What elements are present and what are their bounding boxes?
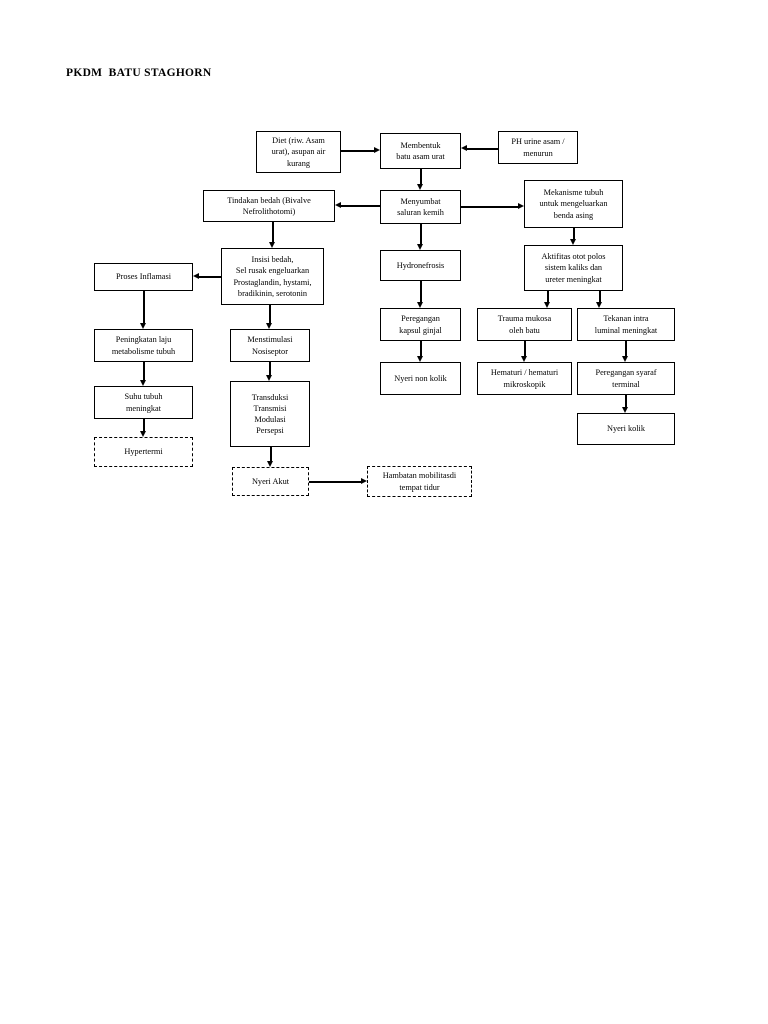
arrow-shaft — [599, 291, 601, 303]
arrow-shaft — [524, 341, 526, 357]
arrowhead-down-icon — [544, 302, 551, 308]
arrow-shaft — [269, 305, 271, 324]
arrow-shaft — [625, 341, 627, 357]
flowchart-node-mekanisme: Mekanisme tubuh untuk mengeluarkan benda… — [524, 180, 623, 228]
arrowhead-down-icon — [266, 323, 273, 329]
arrowhead-left-icon — [335, 202, 341, 209]
flowchart-node-nyeri-kolik: Nyeri kolik — [577, 413, 675, 445]
flowchart-node-menyumbat: Menyumbat saluran kemih — [380, 190, 461, 224]
flowchart-node-hematuri: Hematuri / hematuri mikroskopik — [477, 362, 572, 395]
flowchart-node-nyeri-akut: Nyeri Akut — [232, 467, 309, 496]
arrow-shaft — [143, 419, 145, 432]
arrowhead-down-icon — [622, 356, 629, 362]
arrowhead-down-icon — [622, 407, 629, 413]
arrow-shaft — [272, 222, 274, 243]
page-title: PKDM BATU STAGHORN — [66, 67, 212, 79]
flowchart-node-peningkatan-laju: Peningkatan laju metabolisme tubuh — [94, 329, 193, 362]
arrowhead-down-icon — [266, 375, 273, 381]
arrowhead-right-icon — [361, 478, 367, 485]
arrowhead-down-icon — [140, 431, 147, 437]
arrowhead-left-icon — [193, 273, 199, 280]
flowchart-node-menstimulasi: Menstimulasi Nosiseptor — [230, 329, 310, 362]
flowchart-node-nyeri-non-kolik: Nyeri non kolik — [380, 362, 461, 395]
flowchart-node-aktifitas-otot: Aktifitas otot polos sistem kaliks dan u… — [524, 245, 623, 291]
arrowhead-down-icon — [417, 244, 424, 250]
flowchart-node-trauma-mukosa: Trauma mukosa oleh batu — [477, 308, 572, 341]
flowchart-node-proses-inflamasi: Proses Inflamasi — [94, 263, 193, 291]
flowchart-node-hydronefrosis: Hydronefrosis — [380, 250, 461, 281]
flowchart-node-peregangan-kapsul: Peregangan kapsul ginjal — [380, 308, 461, 341]
arrow-shaft — [269, 362, 271, 376]
arrowhead-down-icon — [269, 242, 276, 248]
arrowhead-right-icon — [374, 147, 380, 154]
flowchart-node-tindakan-bedah: Tindakan bedah (Bivalve Nefrolithotomi) — [203, 190, 335, 222]
arrowhead-down-icon — [417, 356, 424, 362]
arrow-shaft — [270, 447, 272, 462]
flowchart-node-ph-urine: PH urine asam / menurun — [498, 131, 578, 164]
arrow-shaft — [466, 148, 498, 150]
arrow-shaft — [341, 150, 375, 152]
flowchart-node-insisi-bedah: Insisi bedah, Sel rusak engeluarkan Pros… — [221, 248, 324, 305]
arrow-shaft — [547, 291, 549, 303]
arrowhead-down-icon — [140, 380, 147, 386]
arrowhead-down-icon — [521, 356, 528, 362]
flowchart-node-tekanan-intra: Tekanan intra luminal meningkat — [577, 308, 675, 341]
arrow-shaft — [573, 228, 575, 240]
arrow-shaft — [625, 395, 627, 408]
arrowhead-down-icon — [417, 184, 424, 190]
arrow-shaft — [143, 291, 145, 324]
arrowhead-left-icon — [461, 145, 467, 152]
flowchart-node-membentuk: Membentuk batu asam urat — [380, 133, 461, 169]
arrowhead-down-icon — [267, 461, 274, 467]
arrow-shaft — [340, 205, 380, 207]
arrow-shaft — [309, 481, 362, 483]
arrow-shaft — [420, 224, 422, 245]
flowchart-node-hambatan: Hambatan mobilitasdi tempat tidur — [367, 466, 472, 497]
arrow-shaft — [143, 362, 145, 381]
arrowhead-right-icon — [518, 203, 524, 210]
flowchart-node-diet: Diet (riw. Asam urat), asupan air kurang — [256, 131, 341, 173]
arrow-shaft — [420, 341, 422, 357]
flowchart-node-peregangan-syaraf: Peregangan syaraf terminal — [577, 362, 675, 395]
arrow-shaft — [461, 206, 519, 208]
arrowhead-down-icon — [417, 302, 424, 308]
arrow-shaft — [420, 169, 422, 185]
flowchart-node-suhu-tubuh: Suhu tubuh meningkat — [94, 386, 193, 419]
flowchart-node-hypertermi: Hypertermi — [94, 437, 193, 467]
arrowhead-down-icon — [596, 302, 603, 308]
arrow-shaft — [198, 276, 221, 278]
arrowhead-down-icon — [570, 239, 577, 245]
arrow-shaft — [420, 281, 422, 303]
arrowhead-down-icon — [140, 323, 147, 329]
flowchart-node-transduksi: Transduksi Transmisi Modulasi Persepsi — [230, 381, 310, 447]
